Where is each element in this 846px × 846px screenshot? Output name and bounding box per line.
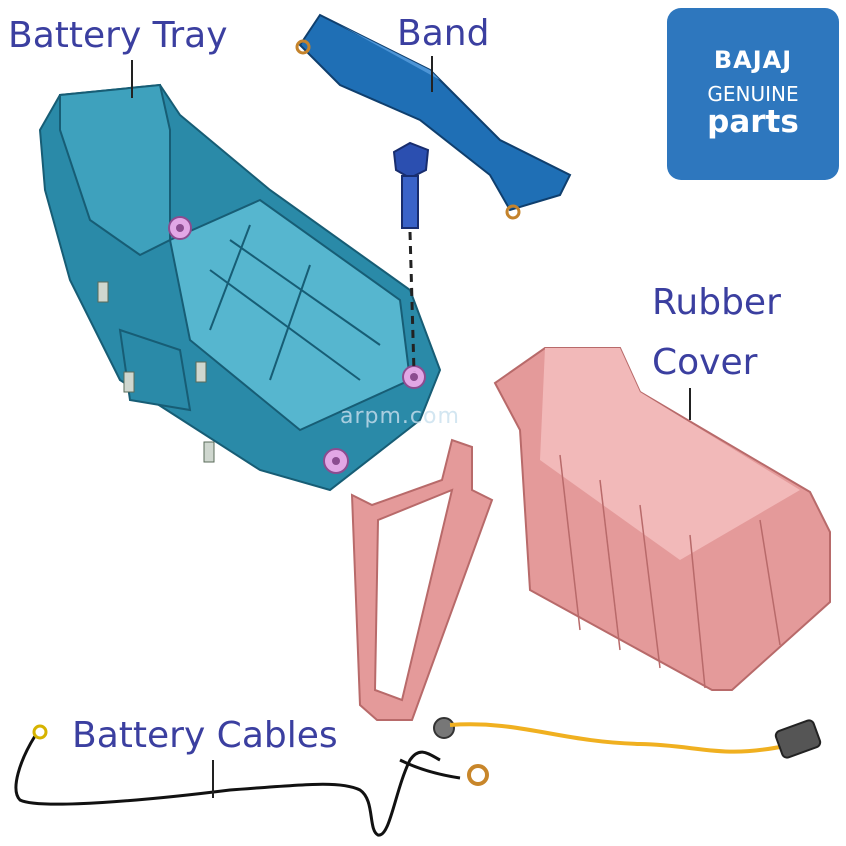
battery-tray-part xyxy=(38,83,442,492)
label-battery-cables: Battery Cables xyxy=(72,715,338,756)
band-part xyxy=(295,13,572,220)
watermark: arpm.com xyxy=(340,404,460,429)
rubber-cover-part xyxy=(493,347,831,691)
label-band: Band xyxy=(397,13,490,54)
label-battery-tray: Battery Tray xyxy=(8,15,228,56)
logo-brand: BAJAJ xyxy=(713,46,793,74)
label-rubber-cover-line2: Cover xyxy=(652,342,758,383)
logo-genuine: GENUINE xyxy=(707,82,799,106)
bajaj-genuine-parts-logo: BAJAJ GENUINE parts xyxy=(667,8,839,180)
rubber-strap-part xyxy=(350,438,494,721)
bolt-part xyxy=(392,141,430,373)
battery-cables-part xyxy=(14,717,822,837)
logo-parts: parts xyxy=(707,104,799,140)
leader-lines xyxy=(131,56,691,798)
label-rubber-cover-line1: Rubber xyxy=(652,282,781,323)
